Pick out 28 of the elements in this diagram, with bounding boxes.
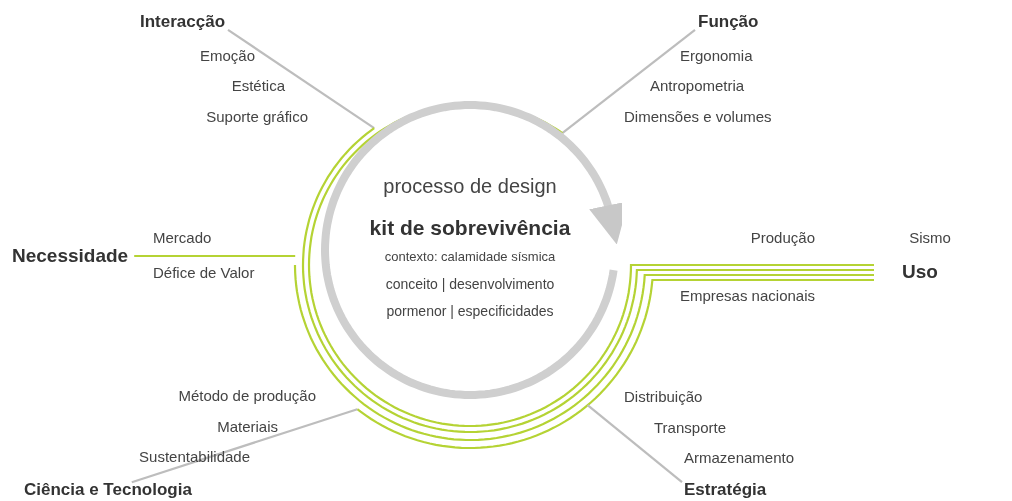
item-text: Transporte [654, 419, 726, 437]
item-text: Sismo [909, 229, 951, 247]
item-text: Método de produção [178, 387, 316, 405]
connector-line [227, 28, 375, 130]
connector-line [131, 408, 358, 484]
item-text: Suporte gráfico [206, 108, 308, 126]
category-heading: Necessidade [12, 245, 129, 267]
item-text: Sustentabilidade [139, 448, 250, 466]
item-text: Emoção [199, 47, 255, 65]
category-heading: Função [698, 12, 759, 32]
category-heading: Ciência e Tecnologia [24, 480, 192, 500]
item-text: Antropometria [650, 77, 745, 95]
item-text: Mercado [153, 229, 212, 247]
item-text: Dimensões e volumes [624, 108, 772, 126]
connector-line [134, 254, 296, 258]
item-text: Distribuição [624, 388, 703, 406]
category-heading: Estratégia [684, 480, 767, 500]
item-text: Empresas nacionais [679, 287, 815, 305]
category-heading: Interacção [140, 12, 226, 32]
item-text: Materiais [217, 418, 278, 436]
category-heading: Uso [902, 261, 938, 283]
item-text: Produção [750, 229, 815, 247]
connector-line [586, 404, 683, 484]
item-text: Estética [231, 77, 285, 95]
item-text: Ergonomia [680, 47, 753, 65]
connector-line [561, 28, 696, 134]
item-text: Défice de Valor [153, 264, 255, 282]
item-text: Armazenamento [684, 449, 795, 467]
